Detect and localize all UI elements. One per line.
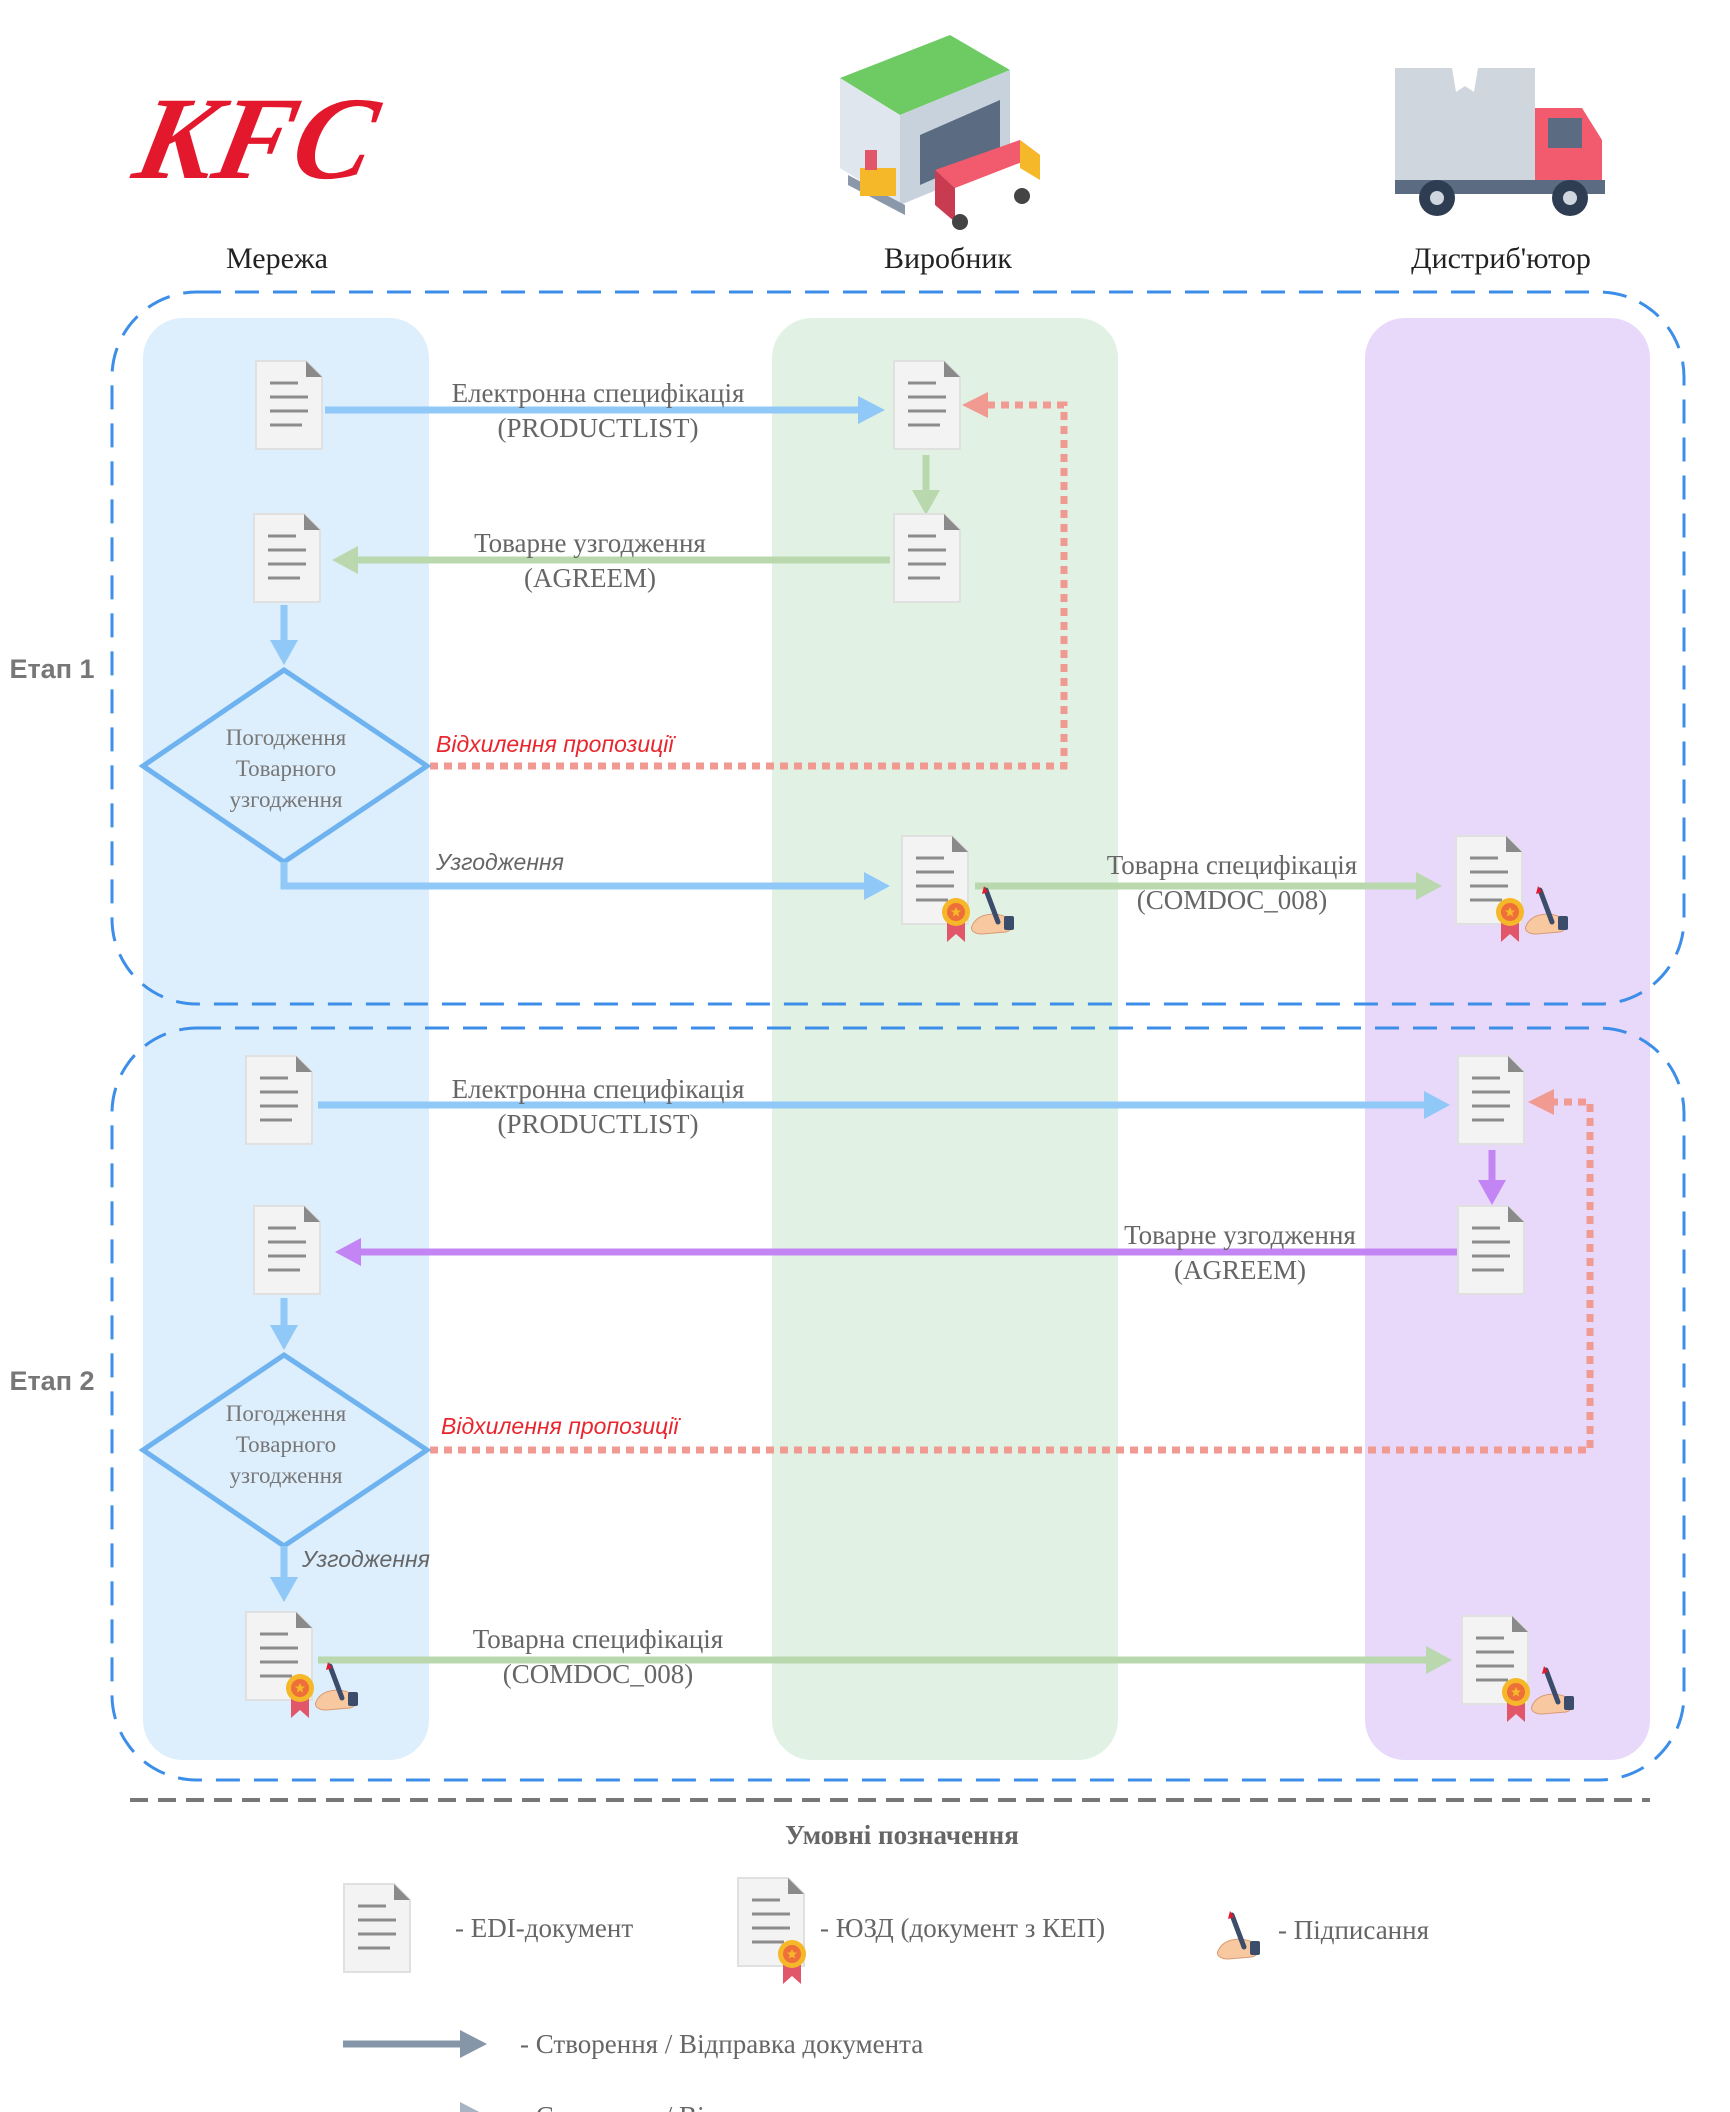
edi-document-icon [254, 359, 324, 451]
arrow-network-down-1 [270, 605, 298, 665]
decision-1-line1: Погодження [226, 725, 347, 750]
edi-document-icon [1456, 1204, 1526, 1296]
label-agreem-2-title: Товарне узгодження [1124, 1220, 1356, 1250]
label-reject-1: Відхилення пропозиції [436, 731, 676, 757]
legend-signing-icon [1217, 1911, 1260, 1959]
arrow-comdoc-1 [975, 872, 1442, 900]
arrow-network-down-2 [270, 1298, 298, 1350]
legend-edi-document-icon [342, 1882, 412, 1974]
legend-dotted-arrow-icon [460, 2102, 480, 2112]
edi-document-icon [252, 1204, 322, 1296]
label-productlist-1-code: (PRODUCTLIST) [498, 413, 699, 443]
arrow-productlist-2 [318, 1091, 1450, 1119]
legend-yuzd-label: - ЮЗД (документ з КЕП) [820, 1913, 1105, 1943]
stage-2-frame [110, 1026, 1686, 1782]
truck-icon [1395, 68, 1605, 216]
label-approve-2: Узгодження [301, 1546, 430, 1572]
legend-solid-arrow-label: - Створення / Відправка документа [520, 2029, 923, 2059]
warehouse-icon [840, 35, 1040, 230]
column-title-distributor: Дистриб'ютор [1411, 242, 1591, 275]
stage-1-frame [110, 290, 1686, 1006]
kfc-logo-text: KFC [124, 73, 390, 204]
edi-document-icon [892, 512, 962, 604]
lane-distributor [1365, 318, 1650, 1760]
column-title-producer: Виробник [884, 242, 1012, 275]
stage-2-label: Етап 2 [9, 1366, 94, 1396]
legend-sign-label: - Підписання [1278, 1915, 1429, 1945]
arrow-approve-1 [280, 862, 890, 900]
edi-document-icon [1456, 1054, 1526, 1146]
label-comdoc-2-title: Товарна специфікація [473, 1624, 723, 1654]
decision-2-line1: Погодження [226, 1401, 347, 1426]
label-comdoc-1-code: (COMDOC_008) [1137, 885, 1328, 915]
label-approve-1: Узгодження [435, 849, 564, 875]
label-agreem-1-code: (AGREEM) [524, 563, 656, 593]
arrow-agreem-2 [335, 1238, 1458, 1266]
legend-edi-label: - EDI-документ [455, 1913, 633, 1943]
legend-yuzd-document-icon [738, 1878, 806, 1984]
kfc-logo: KFC [124, 73, 390, 204]
label-productlist-1-title: Електронна специфікація [452, 378, 745, 408]
arrow-producer-down-1 [912, 455, 940, 515]
legend-dotted-arrow-label: - Створення / Відправка документа за пев… [520, 2101, 1104, 2112]
edi-document-icon [252, 512, 322, 604]
arrow-reject-2 [430, 1089, 1594, 1454]
label-reject-2: Відхилення пропозиції [441, 1413, 681, 1439]
label-productlist-2-title: Електронна специфікація [452, 1074, 745, 1104]
arrow-productlist-1 [325, 396, 885, 424]
arrow-reject-1 [430, 392, 1068, 770]
edi-document-icon [892, 359, 962, 451]
decision-2-line3: узгодження [230, 1463, 343, 1488]
lane-producer [772, 318, 1118, 1760]
legend-solid-arrow-icon [343, 2030, 487, 2058]
arrow-agreem-1 [332, 546, 890, 574]
decision-1-line2: Товарного [236, 756, 336, 781]
arrow-distributor-down-2 [1478, 1150, 1506, 1205]
decision-1-line3: узгодження [230, 787, 343, 812]
decision-2-line2: Товарного [236, 1432, 336, 1457]
column-title-network: Мережа [226, 242, 328, 275]
legend-title: Умовні позначення [785, 1820, 1019, 1850]
label-comdoc-2-code: (COMDOC_008) [503, 1659, 694, 1689]
arrow-approve-2 [270, 1546, 298, 1602]
label-agreem-2-code: (AGREEM) [1174, 1255, 1306, 1285]
stage-1-label: Етап 1 [9, 654, 94, 684]
label-comdoc-1-title: Товарна специфікація [1107, 850, 1357, 880]
edi-document-icon [244, 1054, 314, 1146]
arrow-comdoc-2 [318, 1646, 1452, 1674]
label-agreem-1-title: Товарне узгодження [474, 528, 706, 558]
label-productlist-2-code: (PRODUCTLIST) [498, 1109, 699, 1139]
